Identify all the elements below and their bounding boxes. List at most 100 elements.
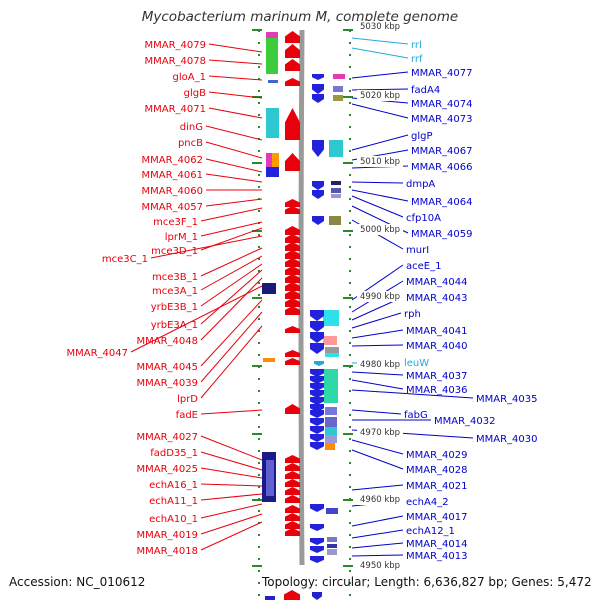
- gene-arrow: [310, 442, 324, 450]
- left-gene-label: mce3F_1: [153, 217, 198, 228]
- tick-dot: [258, 354, 260, 356]
- gene-blocks: [262, 32, 345, 600]
- right-gene-label: dmpA: [406, 179, 435, 190]
- tick-dot: [258, 462, 260, 464]
- right-gene-label: rrl: [411, 40, 422, 51]
- left-leader-line: [200, 269, 263, 325]
- gene-block: [323, 310, 339, 326]
- gene-arrow: [312, 84, 324, 94]
- left-gene-label: MMAR_4047: [67, 348, 129, 359]
- left-gene-label: yrbE3B_1: [151, 302, 198, 313]
- gene-block: [331, 188, 341, 193]
- tick-dot: [258, 54, 260, 56]
- gene-arrow: [285, 274, 300, 283]
- right-leader-line: [351, 409, 402, 415]
- left-gene-label: MMAR_4062: [142, 155, 204, 166]
- gene-block: [262, 283, 276, 294]
- gene-arrow: [310, 383, 324, 391]
- left-leader-line: [200, 207, 263, 222]
- left-gene-label: gloA_1: [173, 72, 206, 83]
- gene-block: [331, 181, 341, 185]
- tick-dot: [349, 126, 351, 128]
- tick-dot: [349, 342, 351, 344]
- tick-dot: [258, 174, 260, 176]
- gene-block: [263, 358, 275, 362]
- tick-dot: [258, 534, 260, 536]
- tick-dot: [258, 426, 260, 428]
- gene-arrow: [310, 434, 324, 442]
- left-gene-label: MMAR_4061: [142, 170, 204, 181]
- gene-block: [325, 427, 337, 435]
- left-leader-line: [200, 513, 263, 535]
- tick-dot: [258, 186, 260, 188]
- gene-block: [329, 216, 341, 225]
- left-leader-line: [208, 59, 263, 65]
- gene-arrow: [310, 410, 324, 418]
- gene-block: [266, 153, 272, 167]
- gene-arrow: [312, 592, 322, 600]
- tick-dot: [258, 234, 260, 236]
- left-gene-label: dinG: [180, 122, 203, 133]
- left-leader-line: [200, 255, 263, 291]
- gene-arrow: [284, 590, 300, 600]
- right-gene-label: MMAR_4036: [406, 385, 468, 396]
- tick-dot: [258, 582, 260, 584]
- genome-summary: Topology: circular; Length: 6,636,827 bp…: [262, 575, 592, 589]
- left-leader-line: [208, 75, 263, 81]
- left-gene-label: MMAR_4045: [137, 362, 199, 373]
- gene-arrow: [285, 487, 300, 495]
- right-gene-label: rrf: [411, 54, 423, 65]
- left-gene-label: echA11_1: [149, 496, 198, 507]
- accession-text: Accession: NC_010612: [9, 575, 146, 589]
- tick-dot: [258, 114, 260, 116]
- tick-dot: [258, 210, 260, 212]
- gene-arrow: [285, 258, 300, 267]
- right-gene-label: fadA4: [411, 85, 440, 96]
- tick-dot: [258, 126, 260, 128]
- right-gene-label: MMAR_4029: [406, 450, 468, 461]
- gene-arrow: [285, 290, 300, 299]
- right-leader-line: [351, 379, 404, 390]
- gene-block: [325, 353, 339, 357]
- tick-dot: [349, 546, 351, 548]
- gene-arrow: [285, 455, 300, 463]
- tick-dot: [258, 414, 260, 416]
- gene-block: [266, 167, 279, 177]
- right-gene-label: echA12_1: [406, 526, 455, 537]
- gene-arrow: [310, 538, 324, 545]
- tick-dot: [349, 150, 351, 152]
- tick-dot: [349, 306, 351, 308]
- right-gene-label: fabG: [404, 410, 428, 421]
- left-gene-label: MMAR_4071: [145, 104, 207, 115]
- scale-label: 5010 kbp: [360, 157, 400, 167]
- right-leader-line: [351, 515, 404, 527]
- left-gene-label: mce3A_1: [152, 286, 198, 297]
- right-gene-label: MMAR_4059: [411, 229, 473, 240]
- left-gene-label: echA16_1: [149, 480, 198, 491]
- tick-dot: [258, 318, 260, 320]
- gene-arrows: [284, 31, 324, 600]
- tick-dot: [258, 330, 260, 332]
- scale-label: 4970 kbp: [360, 428, 400, 438]
- tick-dot: [349, 558, 351, 560]
- left-leader-line: [200, 483, 263, 487]
- left-leader-line: [200, 277, 263, 341]
- scale-label-bg: [357, 291, 403, 302]
- left-leader-line: [200, 409, 263, 415]
- tick-dot: [258, 102, 260, 104]
- tick-dot: [349, 174, 351, 176]
- left-leader-line: [208, 91, 263, 99]
- tick-dot: [258, 378, 260, 380]
- gene-arrow: [285, 31, 300, 43]
- left-gene-label: fadE: [176, 410, 198, 421]
- right-gene-label: rph: [404, 309, 421, 320]
- tick-dot: [349, 270, 351, 272]
- gene-arrow: [312, 94, 324, 103]
- gene-arrow: [310, 418, 324, 426]
- gene-arrow: [285, 153, 300, 171]
- tick-dot: [349, 258, 351, 260]
- tick-dot: [349, 114, 351, 116]
- tick-dot: [258, 282, 260, 284]
- scale-label: 4990 kbp: [360, 292, 400, 302]
- tick-dot: [258, 150, 260, 152]
